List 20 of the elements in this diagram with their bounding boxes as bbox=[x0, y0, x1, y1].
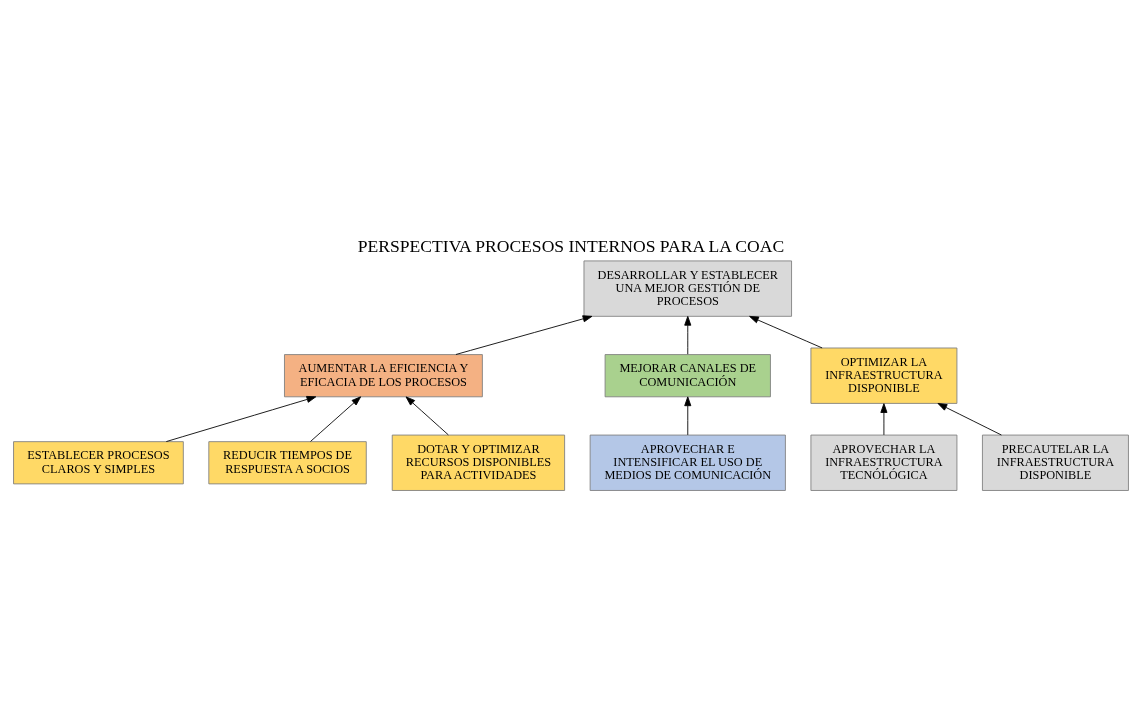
node-box: REDUCIR TIEMPOS DE RESPUESTA A SOCIOS bbox=[208, 441, 367, 485]
arrow bbox=[310, 396, 362, 442]
node-box: MEJORAR CANALES DE COMUNICACIÓN bbox=[604, 354, 771, 398]
node-box: DESARROLLAR Y ESTABLECER UNA MEJOR GESTIÓN DE PROCESOS bbox=[583, 260, 792, 317]
arrow bbox=[684, 315, 692, 355]
arrow bbox=[684, 396, 692, 436]
diagram-title: PERSPECTIVA PROCESOS INTERNOS PARA LA COAC bbox=[357, 236, 785, 257]
node-box: ESTABLECER PROCESOS CLAROS Y SIMPLES bbox=[13, 441, 184, 485]
node-box: PRECAUTELAR LA INFRAESTRUCTURA DISPONIBLE bbox=[982, 434, 1129, 491]
node-box: DOTAR Y OPTIMIZAR RECURSOS DISPONIBLES PARA ACTIVIDADES bbox=[391, 434, 566, 491]
arrow bbox=[749, 315, 823, 349]
node-box: AUMENTAR LA EFICIENCIA Y EFICACIA DE LOS PROCESOS bbox=[284, 354, 483, 398]
arrow bbox=[165, 395, 317, 442]
arrow bbox=[455, 315, 593, 355]
arrow bbox=[405, 396, 449, 436]
node-box: APROVECHAR E INTENSIFICAR EL USO DE MEDIOS DE COMUNICACIÓN bbox=[589, 434, 786, 491]
arrow bbox=[937, 403, 1002, 436]
arrow bbox=[880, 403, 888, 436]
node-box: OPTIMIZAR LA INFRAESTRUCTURA DISPONIBLE bbox=[810, 347, 958, 404]
node-box: APROVECHAR LA INFRAESTRUCTURA TECNÓLÓGICA bbox=[810, 434, 958, 491]
